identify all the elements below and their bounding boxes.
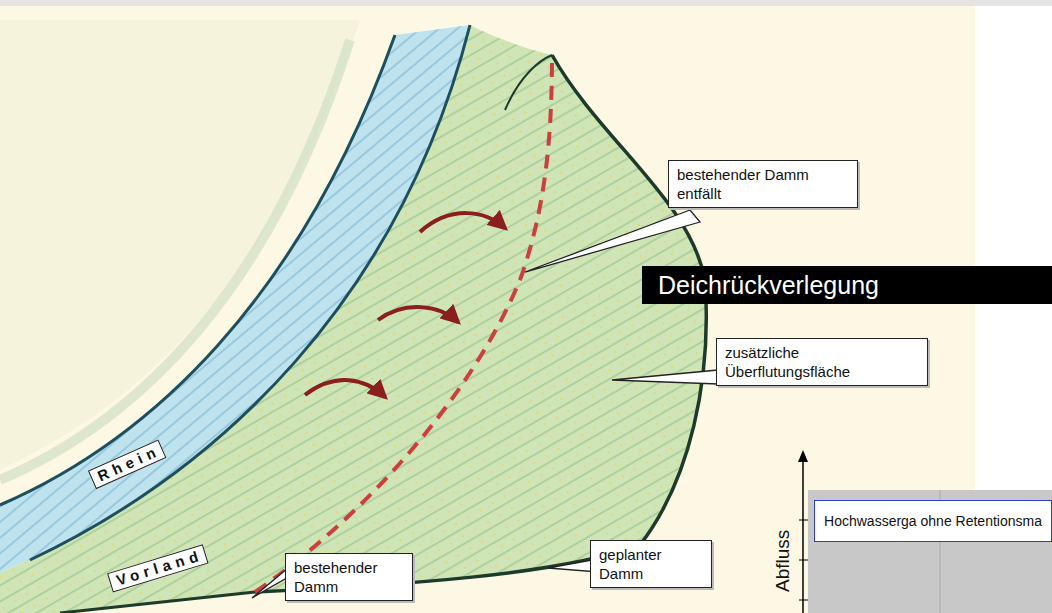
area-name: Vorland — [107, 544, 208, 592]
callout-box: zusätzliche Überflutungsfläche — [716, 338, 928, 386]
title-band: Deichrückverlegung — [642, 266, 1052, 304]
node-text: bestehender Damm entfällt — [677, 165, 849, 203]
axis-label: Abfluss — [772, 530, 794, 592]
chart-legend-box: Hochwasserga ohne Retentionsma — [814, 500, 1052, 542]
node-text: bestehender Damm — [294, 558, 404, 596]
callout-box: geplanter Damm — [590, 540, 712, 588]
node-text: Hochwasserga ohne Retentionsma — [821, 509, 1045, 533]
callout-box: bestehender Damm — [285, 553, 413, 601]
node-text: Deichrückverlegung — [658, 266, 1036, 304]
node-text: zusätzliche Überflutungsfläche — [725, 343, 919, 381]
callout-box: bestehender Damm entfällt — [668, 160, 858, 208]
node-text: geplanter Damm — [599, 545, 703, 583]
river-name: Rhein — [88, 440, 166, 489]
